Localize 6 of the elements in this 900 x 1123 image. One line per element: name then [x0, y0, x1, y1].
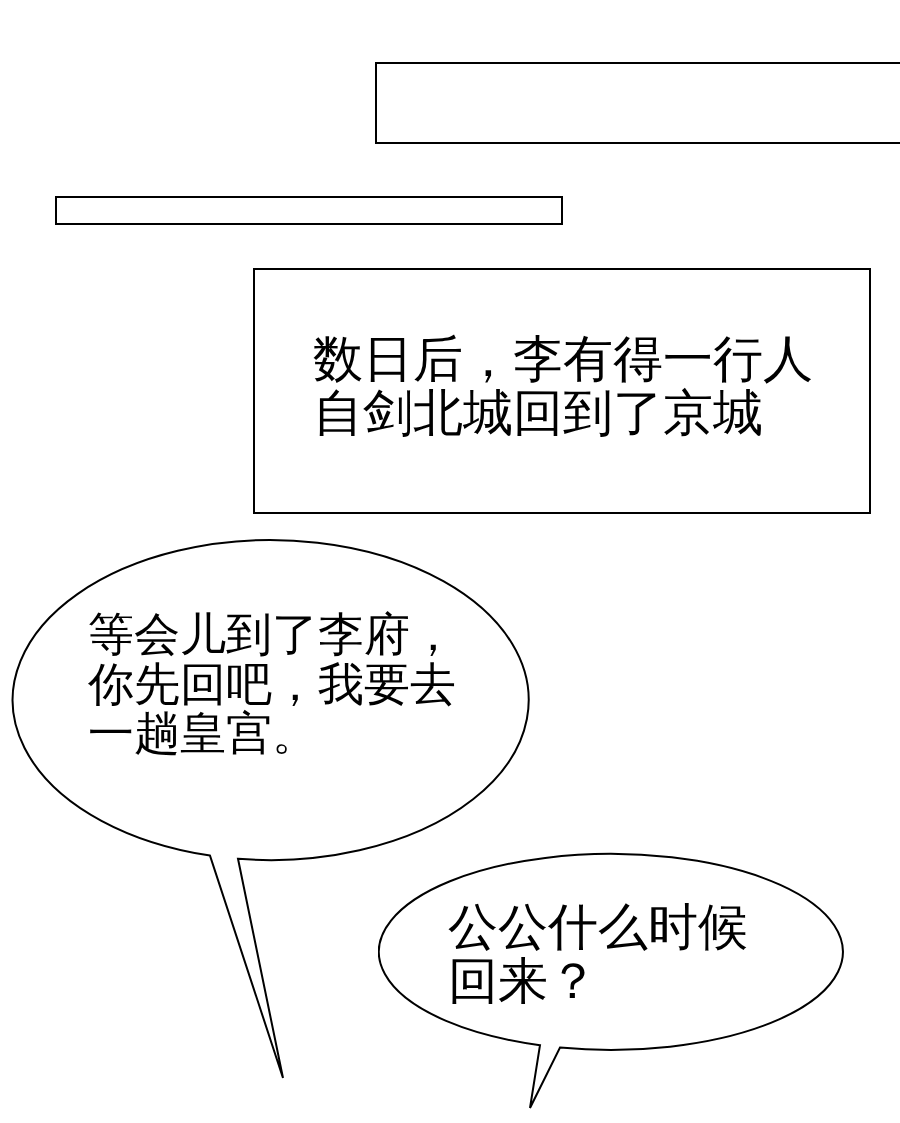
- dialogue-text: 公公什么时候回来？: [448, 900, 749, 1008]
- caption-box: [253, 268, 871, 514]
- panel-frame: [375, 62, 900, 144]
- dialogue-text: 等会儿到了李府，你先回吧，我要去一趟皇宫。: [88, 610, 457, 759]
- caption-text: 数日后，李有得一行人自剑北城回到了京城: [313, 332, 814, 440]
- panel-frame: [55, 196, 563, 225]
